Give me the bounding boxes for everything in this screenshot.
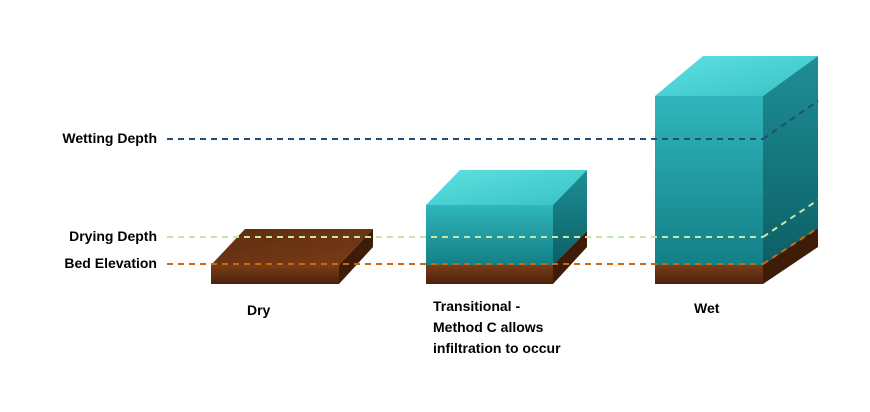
transitional-soil-side bbox=[553, 231, 587, 284]
wet-caption: Wet bbox=[694, 300, 720, 316]
wet-water-top bbox=[655, 56, 818, 96]
transitional-block bbox=[426, 170, 587, 284]
wetting-depth-line-side bbox=[762, 100, 819, 140]
drying-depth-line-side bbox=[762, 199, 819, 238]
wet-soil-front bbox=[655, 265, 763, 284]
wet-water-side bbox=[763, 56, 818, 265]
transitional-caption-line: infiltration to occur bbox=[433, 340, 561, 356]
transitional-caption-line: Method C allows bbox=[433, 319, 544, 335]
wetting-depth-label: Wetting Depth bbox=[62, 130, 157, 146]
transitional-caption-line: Transitional - bbox=[433, 298, 521, 314]
dry-soil-side bbox=[339, 229, 373, 284]
wet-water-front bbox=[655, 96, 763, 265]
drying-depth-label: Drying Depth bbox=[69, 228, 157, 244]
dry-soil-front bbox=[211, 265, 339, 284]
level-lines bbox=[167, 100, 819, 265]
transitional-water-front bbox=[426, 205, 553, 265]
wet-block bbox=[655, 56, 818, 284]
transitional-water-side bbox=[553, 170, 587, 265]
wet-soil-side bbox=[763, 228, 818, 284]
transitional-water-top bbox=[426, 170, 587, 205]
transitional-caption: Transitional - Method C allows infiltrat… bbox=[433, 296, 561, 359]
bed-elevation-label: Bed Elevation bbox=[64, 255, 157, 271]
transitional-soil-front bbox=[426, 265, 553, 284]
dry-caption: Dry bbox=[247, 302, 271, 318]
